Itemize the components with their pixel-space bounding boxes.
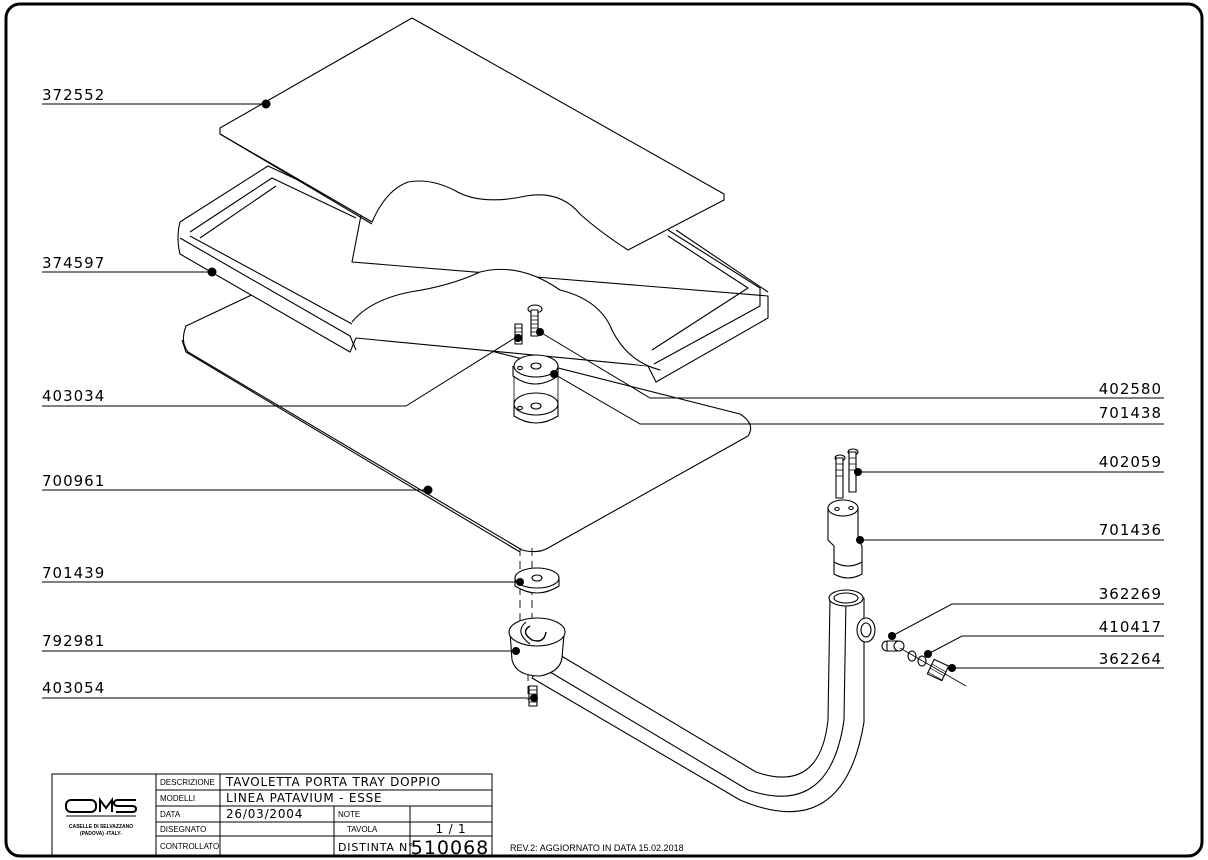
top-panel	[219, 17, 725, 251]
screws-pair	[834, 448, 859, 499]
bushing-upper	[512, 354, 559, 385]
leader-410417	[927, 635, 1164, 655]
label-controllato: CONTROLLATO	[160, 842, 219, 851]
callout-372552: 372552	[42, 86, 105, 104]
callout-402580: 402580	[1099, 380, 1162, 398]
screw-small-left	[514, 323, 523, 345]
title-block-values: TAVOLETTA PORTA TRAY DOPPIO LINEA PATAVI…	[225, 775, 490, 859]
label-disegnato: DISEGNATO	[160, 825, 206, 834]
label-note: NOTE	[338, 810, 360, 819]
value-distinta: 510068	[411, 837, 490, 859]
label-distinta: DISTINTA N°	[338, 841, 414, 854]
value-tavola: 1 / 1	[436, 822, 467, 836]
callout-701436: 701436	[1099, 521, 1162, 539]
callout-700961: 700961	[42, 472, 105, 490]
label-descrizione: DESCRIZIONE	[160, 778, 215, 787]
callouts-left: 372552 374597 403034 700961 701439 79298…	[42, 86, 105, 697]
title-block-labels: DESCRIZIONE MODELLI DATA DISEGNATO CONTR…	[160, 778, 414, 854]
label-tavola: TAVOLA	[347, 825, 378, 834]
drawing-border	[4, 2, 1204, 858]
support-tube	[531, 589, 876, 813]
callout-792981: 792981	[42, 632, 105, 650]
title-block	[51, 773, 493, 857]
callout-403034: 403034	[42, 387, 105, 405]
callout-403054: 403054	[42, 679, 105, 697]
leader-dots	[207, 99, 956, 702]
bushing-lower	[513, 392, 559, 424]
value-descrizione: TAVOLETTA PORTA TRAY DOPPIO	[225, 775, 441, 789]
callouts-right: 402580 701438 402059 701436 362269 41041…	[1099, 380, 1162, 668]
callout-701439: 701439	[42, 564, 105, 582]
tray-assembly-illustration	[177, 17, 967, 813]
callout-410417: 410417	[1099, 618, 1162, 636]
small-hardware	[881, 640, 967, 687]
value-modelli: LINEA PATAVIUM - ESSE	[226, 791, 382, 805]
company-logo: CASELLE DI SELVAZZANO (PADOVA) -ITALY-	[65, 797, 138, 837]
callout-362264: 362264	[1099, 650, 1162, 668]
callout-701438: 701438	[1099, 404, 1162, 422]
leader-403034	[42, 335, 519, 407]
company-country: (PADOVA) -ITALY-	[80, 831, 122, 837]
frame-torn-edge	[351, 268, 661, 371]
label-modelli: MODELLI	[160, 794, 195, 803]
screw-countersunk	[527, 304, 543, 337]
revision-note: REV.2: AGGIORNATO IN DATA 15.02.2018	[510, 843, 684, 853]
bushing-701436	[827, 499, 863, 579]
clamp-head	[508, 617, 566, 677]
washer-701439	[514, 567, 560, 594]
company-location: CASELLE DI SELVAZZANO	[69, 824, 133, 830]
base-plate	[181, 291, 752, 553]
callout-374597: 374597	[42, 254, 105, 272]
callout-362269: 362269	[1099, 585, 1162, 603]
value-data: 26/03/2004	[226, 807, 303, 821]
leader-lines	[42, 103, 1164, 699]
tray-frame	[177, 165, 769, 383]
leader-402580	[539, 331, 1164, 399]
leader-362269	[891, 603, 1164, 637]
label-data: DATA	[160, 810, 181, 819]
leader-701438	[553, 373, 1164, 425]
callout-402059: 402059	[1099, 453, 1162, 471]
